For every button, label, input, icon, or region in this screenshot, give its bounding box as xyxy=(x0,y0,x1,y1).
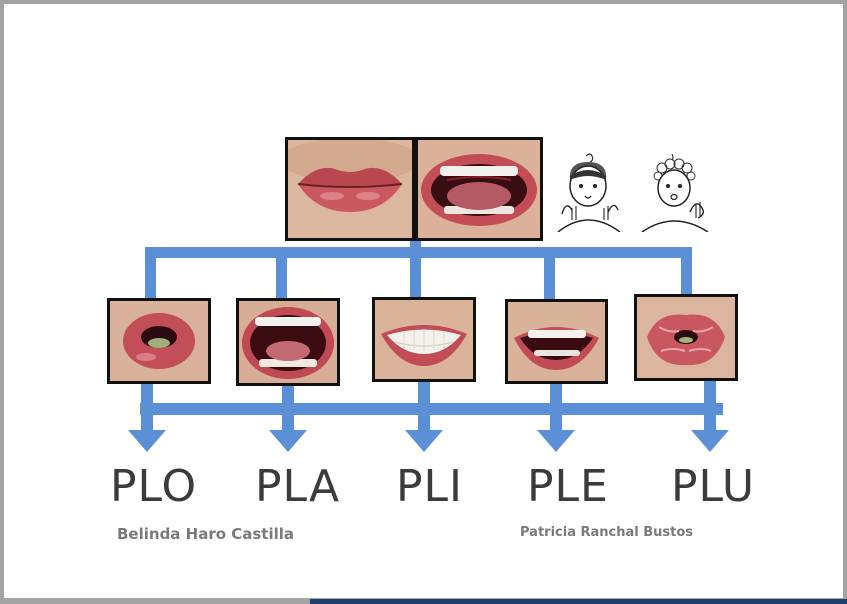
arrow-plo-icon xyxy=(128,380,166,452)
syllable-pla: PLA xyxy=(255,461,341,512)
arrow-pla-icon xyxy=(269,384,307,452)
arrow-plu-icon xyxy=(691,380,729,452)
syllable-ple: PLE xyxy=(527,461,609,512)
credit-left: Belinda Haro Castilla xyxy=(117,525,295,543)
arrow-pli-icon xyxy=(405,382,443,452)
mouth-plo-image xyxy=(107,298,211,384)
child-sign-sketch-left xyxy=(548,150,630,232)
syllable-plu: PLU xyxy=(671,461,756,512)
upper-drop-plo xyxy=(145,247,156,299)
upper-drop-pla xyxy=(276,247,287,299)
closed-lips-image xyxy=(285,137,415,241)
syllable-plo: PLO xyxy=(110,461,198,512)
bottom-edge-line xyxy=(310,599,847,604)
upper-connector-stem xyxy=(410,236,421,250)
mouth-ple-image xyxy=(505,299,608,384)
mouth-pli-image xyxy=(372,297,476,382)
arrow-ple-icon xyxy=(537,382,575,452)
mouth-plu-image xyxy=(634,294,738,381)
upper-drop-plu xyxy=(681,247,692,299)
mouth-pla-image xyxy=(236,298,340,386)
upper-drop-pli xyxy=(410,247,421,299)
child-sign-sketch-right xyxy=(634,150,716,232)
credit-right: Patricia Ranchal Bustos xyxy=(520,525,694,540)
syllable-pli: PLI xyxy=(396,461,464,512)
open-mouth-tongue-image xyxy=(415,137,543,241)
upper-drop-ple xyxy=(544,247,555,299)
